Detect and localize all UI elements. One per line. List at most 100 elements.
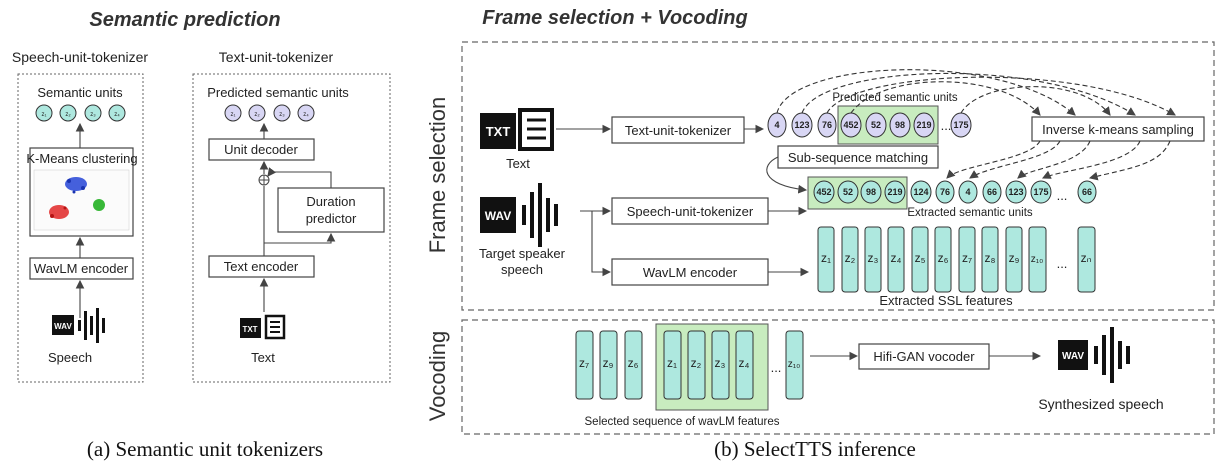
ssl-z10	[1028, 226, 1047, 293]
text-unit-3-label: z₃	[279, 112, 285, 118]
caption-b: (b) SelectTTS inference	[714, 437, 916, 461]
speech-tokenizer-title: Speech-unit-tokenizer	[12, 49, 149, 65]
svg-text:452: 452	[816, 187, 831, 197]
svg-text:z₄: z₄	[739, 356, 750, 370]
fs-text-unit-tokenizer-label: Text-unit-tokenizer	[625, 123, 732, 138]
text-unit-4-label: z₄	[303, 112, 309, 118]
svg-text:...: ...	[941, 118, 952, 133]
speech-unit-2-label: z₂	[65, 112, 71, 118]
fs-text-unit-tokenizer-box[interactable]	[611, 116, 745, 144]
ssl-z6	[934, 226, 952, 293]
svg-text:123: 123	[794, 120, 809, 130]
speech-units-label: Semantic units	[37, 85, 123, 100]
frame-selection-panel	[461, 41, 1215, 311]
svg-text:z₉: z₉	[603, 356, 614, 370]
svg-text:z₂: z₂	[845, 251, 856, 265]
ext-unit-66b	[1077, 180, 1097, 204]
voc-z2	[687, 330, 706, 400]
svg-text:z₁₀: z₁₀	[788, 359, 801, 370]
ssl-z7	[958, 226, 976, 293]
pred-unit-219	[913, 112, 935, 138]
svg-text:WAV: WAV	[1062, 351, 1084, 362]
speech-unit-3-label: z₃	[90, 112, 96, 118]
svg-text:z₆: z₆	[628, 356, 639, 370]
svg-text:TXT: TXT	[242, 325, 257, 334]
ext-unit-76	[935, 180, 955, 204]
voc-z1	[663, 330, 682, 400]
text-input-label: Text	[251, 350, 275, 365]
fs-speech-unit-tokenizer-box[interactable]	[611, 197, 769, 225]
pred-unit-52	[865, 112, 887, 138]
duration-predictor-box	[277, 187, 385, 233]
svg-text:WAV: WAV	[54, 322, 72, 331]
subseq-matching-label: Sub-sequence matching	[788, 150, 928, 165]
vocoding-label: Vocoding	[425, 331, 450, 422]
unit-decoder-label: Unit decoder	[224, 142, 298, 157]
voc-selected-label: Selected sequence of wavLM features	[585, 416, 780, 428]
svg-text:76: 76	[822, 120, 832, 130]
ext-unit-98	[860, 180, 882, 204]
speech-unit-2	[59, 104, 77, 122]
inverse-kmeans-label: Inverse k-means sampling	[1042, 122, 1194, 137]
svg-text:zₙ: zₙ	[1081, 251, 1092, 265]
svg-text:WAV: WAV	[485, 209, 511, 223]
ssl-z4	[887, 226, 905, 293]
svg-text:52: 52	[843, 187, 853, 197]
fs-speech-unit-tokenizer-label: Speech-unit-tokenizer	[627, 204, 754, 219]
svg-text:52: 52	[871, 120, 881, 130]
svg-text:...: ...	[1057, 188, 1068, 203]
svg-text:66: 66	[1082, 187, 1092, 197]
voc-selected-features: z₇ z₉ z₆ z₁ z₂ z₃ z₄ ... z₁₀	[575, 330, 804, 400]
voc-z3	[711, 330, 730, 400]
fs-speaker-label-2: speech	[501, 262, 543, 277]
ext-unit-4	[958, 180, 978, 204]
inverse-kmeans-box[interactable]	[1031, 116, 1205, 142]
svg-text:219: 219	[916, 120, 931, 130]
hifigan-vocoder-label: Hifi-GAN vocoder	[873, 349, 975, 364]
svg-text:66: 66	[987, 187, 997, 197]
ext-unit-52	[837, 180, 859, 204]
voc-z4	[735, 330, 754, 400]
ext-unit-175	[1030, 180, 1052, 204]
svg-text:TXT: TXT	[486, 124, 511, 139]
svg-text:z₅: z₅	[915, 251, 926, 265]
ssl-z1	[817, 226, 835, 293]
fs-predicted-units-label: Predicted semantic units	[832, 92, 958, 104]
voc-z7	[575, 330, 594, 400]
ext-unit-123	[1005, 180, 1027, 204]
svg-text:z₁: z₁	[821, 251, 831, 265]
text-unit-3	[273, 104, 291, 122]
ext-unit-66a	[982, 180, 1002, 204]
fs-wav-icon: WAV	[480, 183, 558, 247]
svg-text:z₁: z₁	[667, 356, 677, 370]
speech-unit-1	[35, 104, 53, 122]
svg-text:4: 4	[965, 187, 970, 197]
speech-unit-4-label: z₄	[114, 112, 120, 118]
speech-unit-1-label: z₁	[41, 112, 46, 118]
svg-text:124: 124	[913, 187, 928, 197]
svg-text:123: 123	[1008, 187, 1023, 197]
ssl-z5	[911, 226, 929, 293]
ext-unit-219	[884, 180, 906, 204]
text-encoder-label: Text encoder	[224, 259, 299, 274]
fs-wavlm-encoder-label: WavLM encoder	[643, 265, 738, 280]
speech-wavlm-encoder-label: WavLM encoder	[34, 261, 129, 276]
svg-text:...: ...	[1057, 256, 1068, 271]
predicted-units-label: Predicted semantic units	[207, 85, 349, 100]
fs-predicted-units: 4 123 76 452 52 98 219 ... 175	[767, 112, 972, 138]
hifigan-vocoder-box[interactable]	[858, 343, 990, 370]
text-tokenizer-panel	[192, 73, 391, 383]
ssl-z3	[864, 226, 882, 293]
text-unit-1-label: z₁	[230, 112, 235, 118]
voc-output-label: Synthesized speech	[1038, 396, 1163, 412]
ssl-z8	[981, 226, 999, 293]
speech-wav-icon: WAV	[52, 308, 105, 343]
text-unit-4	[297, 104, 315, 122]
text-unit-2	[248, 104, 266, 122]
ssl-z2	[841, 226, 859, 293]
fs-txt-icon: TXT	[480, 108, 554, 151]
svg-text:z₄: z₄	[891, 251, 902, 265]
fs-extracted-units-label: Extracted semantic units	[907, 207, 1033, 219]
text-txt-icon: TXT	[240, 314, 286, 340]
pred-unit-98	[889, 112, 911, 138]
